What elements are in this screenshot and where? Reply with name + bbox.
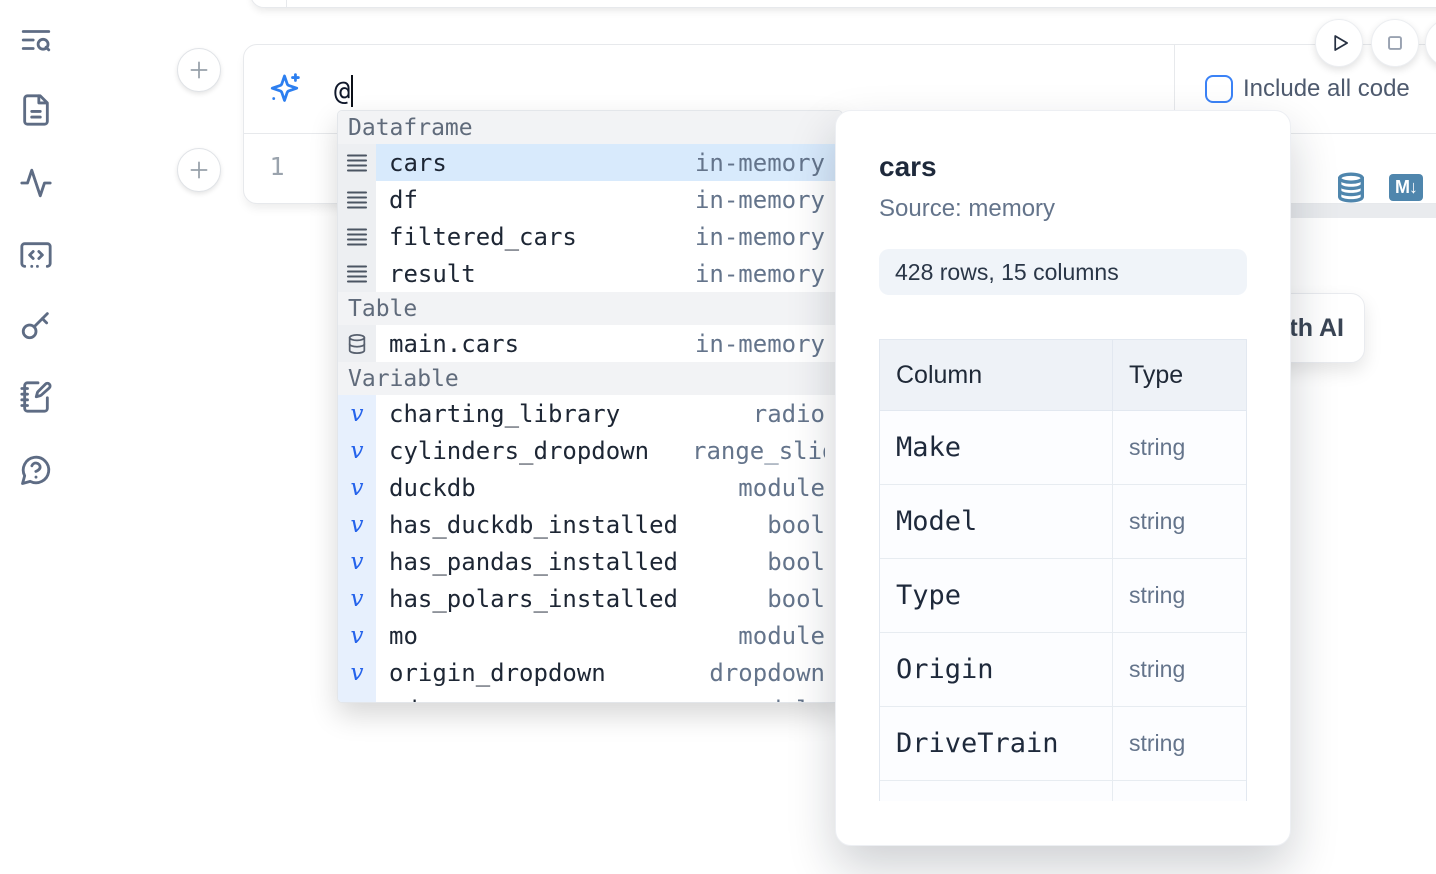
file-icon[interactable]	[19, 93, 53, 127]
previous-cell-edge	[250, 0, 1436, 8]
text-cursor	[351, 75, 354, 107]
dataframe-rows-icon	[338, 218, 376, 255]
table-row: Model string	[880, 485, 1246, 559]
run-cell-button[interactable]	[1315, 19, 1363, 67]
table-row	[880, 781, 1246, 801]
scratchpad-icon[interactable]	[19, 380, 53, 414]
section-header-variable: Variable	[338, 362, 842, 395]
variable-icon: v	[338, 432, 376, 469]
toc-search-icon[interactable]	[19, 23, 53, 57]
preview-source: Source: memory	[879, 195, 1056, 222]
markdown-cell-badge[interactable]: M↓	[1389, 174, 1423, 201]
add-cell-below-button[interactable]	[177, 148, 221, 192]
stop-cell-button[interactable]	[1371, 19, 1419, 67]
prev-cell-gutter-line	[286, 0, 287, 7]
editor-line-number: 1	[269, 152, 285, 181]
preview-title: cars	[879, 151, 937, 182]
ai-prompt-input[interactable]: @	[334, 74, 354, 108]
completion-item-partial[interactable]: v pdmodule	[338, 691, 842, 702]
add-cell-above-button[interactable]	[177, 48, 221, 92]
column-header: Column	[896, 360, 983, 389]
include-all-code-checkbox[interactable]	[1205, 75, 1233, 103]
include-all-code-label: Include all code	[1243, 75, 1410, 102]
dataframe-rows-icon	[338, 181, 376, 218]
datasource-icon[interactable]	[1335, 170, 1367, 205]
variable-icon: v	[338, 617, 376, 654]
preview-schema-table: Column Type Make string Model string Typ…	[879, 339, 1247, 801]
play-icon	[1334, 35, 1348, 51]
activity-icon[interactable]	[19, 166, 53, 200]
table-row: Make string	[880, 411, 1246, 485]
card-vertical-divider	[1174, 45, 1175, 133]
variable-icon: v	[338, 654, 376, 691]
variable-icon: v	[338, 469, 376, 506]
variable-icon: v	[338, 506, 376, 543]
table-row: Origin string	[880, 633, 1246, 707]
plus-icon	[190, 161, 208, 179]
variable-icon: v	[338, 691, 376, 702]
database-icon	[338, 325, 376, 362]
section-header-dataframe: Dataframe	[338, 111, 842, 144]
table-row: DriveTrain string	[880, 707, 1246, 781]
dataframe-preview-popup: cars Source: memory 428 rows, 15 columns…	[835, 110, 1291, 846]
help-icon[interactable]	[19, 453, 53, 487]
table-row: Type string	[880, 559, 1246, 633]
section-header-table: Table	[338, 292, 842, 325]
ai-prompt-value: @	[334, 75, 351, 107]
key-icon[interactable]	[19, 308, 53, 342]
snippets-icon[interactable]	[19, 238, 53, 272]
ai-sparkles-icon	[267, 71, 302, 106]
stop-icon	[1388, 36, 1402, 50]
type-header: Type	[1129, 360, 1184, 389]
left-sidebar	[0, 0, 72, 874]
variable-icon: v	[338, 580, 376, 617]
plus-icon	[190, 61, 208, 79]
variable-icon: v	[338, 395, 376, 432]
variable-icon: v	[338, 543, 376, 580]
dataframe-rows-icon	[338, 255, 376, 292]
dataframe-rows-icon	[338, 144, 376, 181]
table-header-row: Column Type	[880, 340, 1246, 411]
preview-shape-badge: 428 rows, 15 columns	[879, 249, 1247, 295]
